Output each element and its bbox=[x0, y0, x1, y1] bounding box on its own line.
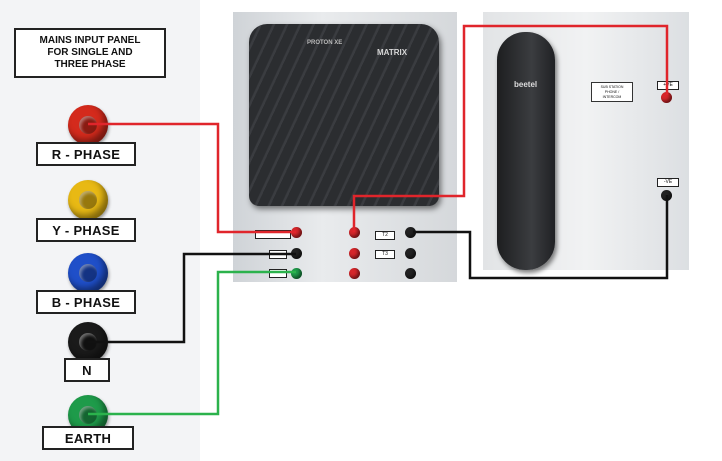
pbx-tag-t3: T3 bbox=[375, 250, 395, 259]
minus-ve-tag: -VE bbox=[657, 178, 679, 187]
yellow-socket-icon[interactable] bbox=[68, 180, 108, 220]
pbx-model-label: PROTON XE bbox=[307, 40, 343, 46]
y-phase-label: Y - PHASE bbox=[36, 218, 136, 242]
red-jack-4[interactable] bbox=[349, 268, 360, 279]
substation-tag: SUB STATION PHONE / INTERCOM bbox=[591, 82, 633, 102]
black-jack-3[interactable] bbox=[405, 248, 416, 259]
earth-label: EARTH bbox=[42, 426, 134, 450]
panel-title-line-2: FOR SINGLE AND bbox=[47, 47, 133, 58]
red-wire-to-phone bbox=[352, 24, 669, 232]
pbx-unit: PROTON XE MATRIX bbox=[249, 24, 439, 206]
red-jack-3[interactable] bbox=[349, 248, 360, 259]
blue-socket-icon[interactable] bbox=[68, 253, 108, 293]
handset-brand-label: beetel bbox=[514, 80, 538, 89]
substation-tag-line-2: PHONE / bbox=[604, 89, 620, 94]
panel-title: MAINS INPUT PANEL FOR SINGLE AND THREE P… bbox=[14, 28, 166, 78]
substation-tag-line-1: SUB STATION bbox=[600, 84, 624, 89]
black-jack-4[interactable] bbox=[405, 268, 416, 279]
pbx-tag-1 bbox=[255, 230, 291, 239]
phone-panel: beetel SUB STATION PHONE / INTERCOM +VE … bbox=[483, 12, 689, 270]
black-jack-2[interactable] bbox=[405, 227, 416, 238]
red-jack-1[interactable] bbox=[291, 227, 302, 238]
pbx-panel: PROTON XE MATRIX T2 T3 bbox=[233, 12, 457, 282]
n-label: N bbox=[64, 358, 110, 382]
pbx-brand-label: MATRIX bbox=[377, 48, 408, 57]
pbx-tag-3 bbox=[269, 269, 287, 278]
panel-title-line-3: THREE PHASE bbox=[54, 59, 126, 70]
r-phase-label: R - PHASE bbox=[36, 142, 136, 166]
green-wire-earth bbox=[88, 270, 296, 416]
substation-tag-line-3: INTERCOM bbox=[602, 94, 622, 99]
black-wire-neutral bbox=[88, 252, 296, 344]
red-terminal[interactable] bbox=[661, 92, 672, 103]
green-jack-1[interactable] bbox=[291, 268, 302, 279]
black-jack-1[interactable] bbox=[291, 248, 302, 259]
panel-title-line-1: MAINS INPUT PANEL bbox=[39, 35, 141, 46]
pbx-tag-t2: T2 bbox=[375, 231, 395, 240]
red-wire-r-phase bbox=[88, 122, 296, 234]
black-wire-to-phone bbox=[413, 195, 669, 280]
b-phase-label: B - PHASE bbox=[36, 290, 136, 314]
red-jack-2[interactable] bbox=[349, 227, 360, 238]
telephone-handset[interactable]: beetel bbox=[497, 32, 555, 270]
